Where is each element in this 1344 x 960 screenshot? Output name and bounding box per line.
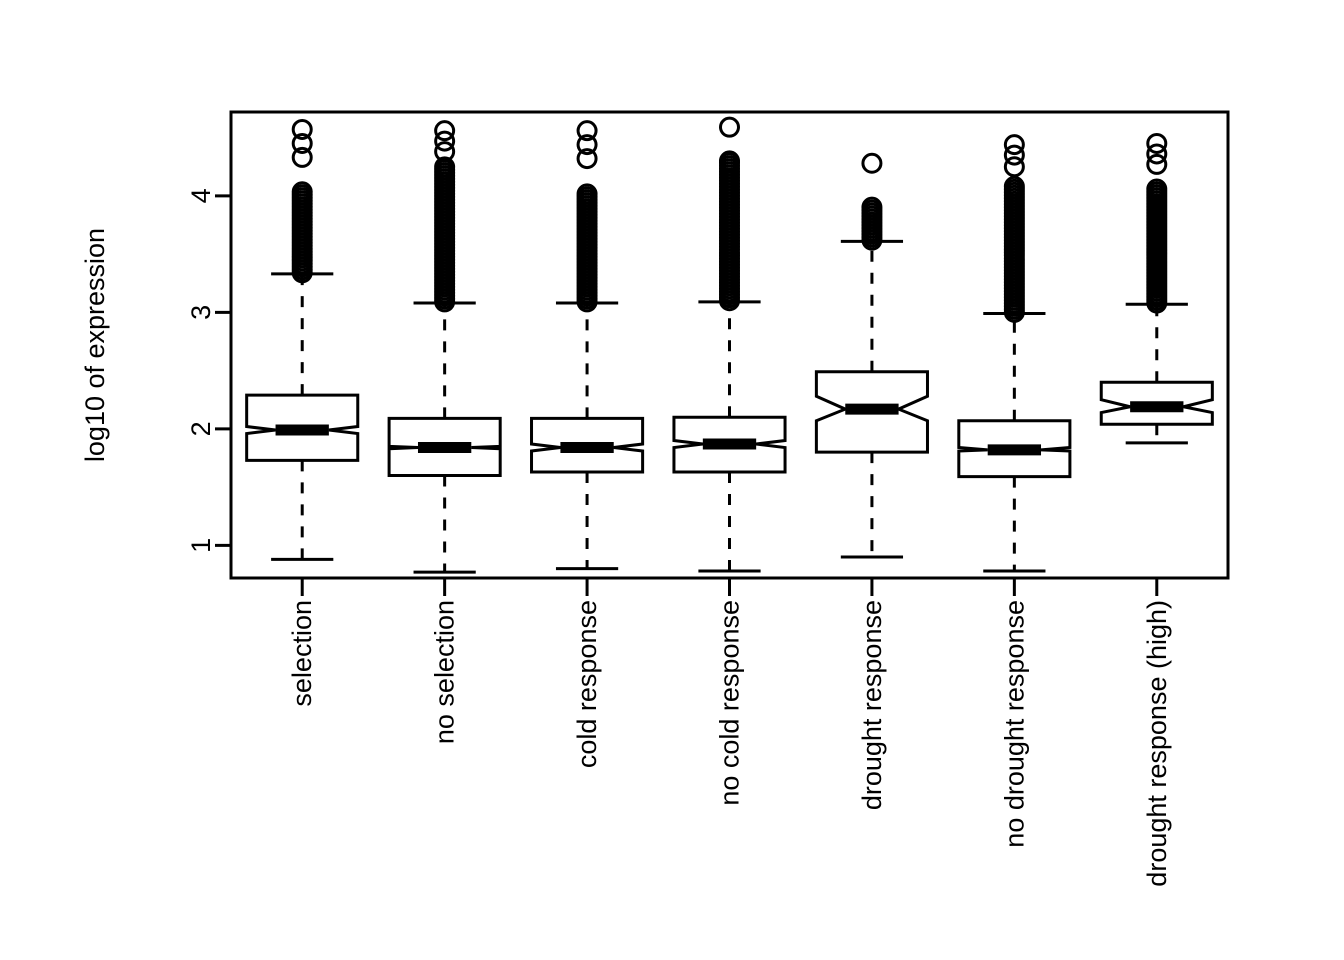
outlier-point	[1146, 132, 1168, 154]
boxplot-box	[957, 134, 1072, 573]
outlier-point	[1003, 134, 1025, 156]
outlier-point	[719, 150, 740, 172]
outlier-point	[434, 120, 456, 142]
boxplot-box	[814, 152, 929, 559]
outlier-point	[719, 116, 740, 138]
outlier-point	[1003, 156, 1025, 178]
y-axis-title: log10 of expression	[80, 228, 110, 462]
x-axis-category-label: drought response	[857, 600, 887, 810]
y-tick-label: 3	[186, 305, 216, 320]
x-axis-category-label: no cold response	[715, 600, 745, 806]
x-axis-category-label: cold response	[572, 600, 602, 768]
outlier-point	[1146, 178, 1168, 200]
x-axis-category-label: no drought response	[999, 600, 1029, 848]
outlier-point	[434, 156, 456, 178]
x-axis-category-label: drought response (high)	[1142, 600, 1172, 887]
y-tick-label: 1	[186, 538, 216, 553]
boxplot-box	[387, 120, 502, 574]
x-axis-category-label: no selection	[430, 600, 460, 744]
box-series	[245, 116, 1214, 574]
boxplot-box	[1099, 132, 1214, 445]
outlier-point	[434, 130, 456, 152]
boxplot-box	[672, 116, 787, 573]
boxplot-box	[530, 120, 645, 571]
outlier-point	[291, 118, 313, 140]
outlier-point	[576, 120, 598, 142]
outlier-point	[576, 148, 598, 170]
outlier-point	[434, 141, 456, 163]
outlier-point	[1146, 153, 1168, 175]
x-axis-ticks	[300, 578, 1159, 596]
outlier-point	[1003, 144, 1025, 166]
y-axis: 1 2 3 4	[186, 188, 231, 553]
outlier-point	[861, 196, 883, 218]
y-tick-label: 2	[186, 421, 216, 436]
outlier-point	[861, 152, 883, 174]
y-tick-label: 4	[186, 188, 216, 203]
outlier-point	[1146, 143, 1168, 165]
x-axis-category-label: selection	[287, 600, 317, 707]
outlier-point	[1003, 175, 1025, 197]
boxplot-box	[245, 118, 360, 561]
outlier-point	[576, 183, 598, 205]
outlier-point	[291, 146, 313, 168]
x-axis-labels: selection no selection cold response no col…	[287, 600, 1172, 887]
outlier-point	[291, 181, 313, 203]
outlier-point	[291, 132, 313, 154]
outlier-point	[576, 134, 598, 156]
